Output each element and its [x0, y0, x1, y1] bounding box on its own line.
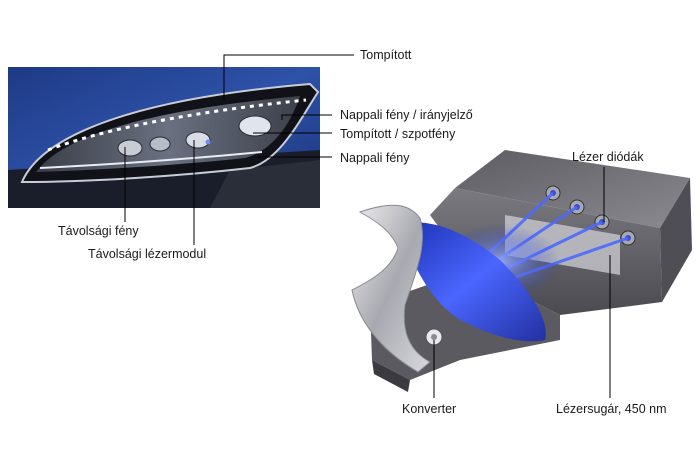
label-konverter: Konverter	[402, 402, 457, 416]
leader-nappali-iranyjelzo	[281, 114, 332, 120]
label-tompitott: Tompított	[360, 48, 412, 62]
label-lezer-diodak: Lézer diódák	[572, 150, 644, 164]
label-tompitott-szpot: Tompított / szpotfény	[340, 127, 456, 141]
laser-module-illustration	[351, 150, 692, 392]
headlight-photo	[8, 67, 320, 208]
label-lezersugar: Lézersugár, 450 nm	[556, 402, 667, 416]
label-tavolsagi-lezer: Távolsági lézermodul	[88, 247, 207, 261]
label-nappali: Nappali fény	[340, 151, 410, 165]
leader-tompitott	[223, 54, 354, 100]
label-tavolsagi: Távolsági fény	[58, 224, 139, 238]
label-nappali-iranyjelzo: Nappali fény / irányjelző	[340, 108, 473, 122]
leader-lines	[124, 54, 611, 398]
